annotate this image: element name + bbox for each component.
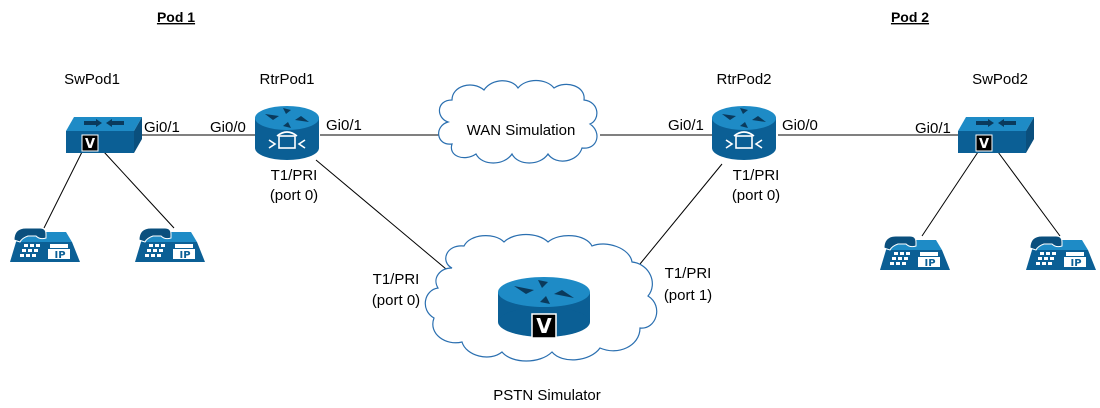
pstn-label: PSTN Simulator bbox=[493, 387, 601, 404]
rtrpod1-label: RtrPod1 bbox=[259, 71, 314, 88]
port-labels: Gi0/1 Gi0/0 Gi0/1 Gi0/1 Gi0/0 Gi0/1 T1/P… bbox=[144, 117, 951, 309]
port-r1-gi00: Gi0/0 bbox=[210, 119, 246, 136]
port-pstn-left-port: (port 0) bbox=[372, 292, 420, 309]
rtrpod2-label: RtrPod2 bbox=[716, 71, 771, 88]
port-r1-gi01: Gi0/1 bbox=[326, 117, 362, 134]
voice-gateway-icon bbox=[725, 131, 763, 149]
link-swpod2-phone1 bbox=[921, 151, 979, 237]
pod2-title: Pod 2 bbox=[891, 9, 929, 25]
ip-phone-icon bbox=[134, 227, 206, 263]
voice-badge bbox=[975, 134, 993, 152]
ip-phone-pod1-b: IP bbox=[134, 227, 206, 263]
ip-phone-icon bbox=[1025, 235, 1097, 271]
link-swpod2-phone2 bbox=[997, 151, 1061, 237]
link-rtrpod1-pstn bbox=[315, 159, 453, 275]
link-swpod1-phone2 bbox=[103, 151, 175, 229]
rtrpod1-router bbox=[255, 106, 319, 160]
swpod2-switch: V bbox=[958, 117, 1034, 153]
link-rtrpod2-pstn bbox=[639, 163, 723, 265]
router-arrows-icon bbox=[722, 108, 766, 128]
wan-cloud: WAN Simulation bbox=[438, 79, 598, 164]
voice-gateway-icon bbox=[268, 131, 306, 149]
swpod1-label: SwPod1 bbox=[64, 71, 120, 88]
switch-arrows-icon bbox=[976, 119, 1016, 127]
pstn-router: V bbox=[498, 277, 590, 339]
port-r2-t1: T1/PRI bbox=[733, 167, 780, 184]
swpod2-label: SwPod2 bbox=[972, 71, 1028, 88]
port-pstn-right-t1: T1/PRI bbox=[665, 265, 712, 282]
port-r1-t1-port: (port 0) bbox=[270, 187, 318, 204]
router-arrows-icon bbox=[265, 108, 309, 128]
swpod1-switch: V bbox=[66, 117, 142, 153]
port-r2-t1-port: (port 0) bbox=[732, 187, 780, 204]
links bbox=[43, 134, 1061, 275]
port-pstn-left-t1: T1/PRI bbox=[373, 271, 420, 288]
svg-text:IP: IP bbox=[179, 250, 190, 261]
port-r2-gi01: Gi0/1 bbox=[668, 117, 704, 134]
voice-badge bbox=[531, 313, 557, 339]
link-swpod1-phone1 bbox=[43, 151, 83, 229]
router-arrows-icon bbox=[514, 280, 574, 304]
svg-text:IP: IP bbox=[54, 250, 65, 261]
cloud-icon bbox=[438, 79, 598, 164]
voice-badge-label: V bbox=[536, 314, 552, 338]
ip-phone-icon bbox=[879, 235, 951, 271]
svg-text:V: V bbox=[85, 137, 95, 152]
voice-badge bbox=[81, 134, 99, 152]
rtrpod2-router bbox=[712, 106, 776, 160]
svg-text:V: V bbox=[979, 137, 989, 152]
port-r1-t1: T1/PRI bbox=[271, 167, 318, 184]
pod1-title: Pod 1 bbox=[157, 9, 195, 25]
svg-text:IP: IP bbox=[924, 258, 935, 269]
ip-phone-pod1-a: IP bbox=[9, 227, 81, 263]
ip-phone-pod2-b: IP bbox=[1025, 235, 1097, 271]
wan-label: WAN Simulation bbox=[467, 122, 576, 139]
ip-phone-icon bbox=[9, 227, 81, 263]
ip-phone-pod2-a: IP bbox=[879, 235, 951, 271]
switch-arrows-icon bbox=[84, 119, 124, 127]
port-r2-gi00: Gi0/0 bbox=[782, 117, 818, 134]
port-sw1-gi01: Gi0/1 bbox=[144, 119, 180, 136]
port-pstn-right-port: (port 1) bbox=[664, 287, 712, 304]
svg-text:IP: IP bbox=[1070, 258, 1081, 269]
port-sw2-gi01: Gi0/1 bbox=[915, 120, 951, 137]
